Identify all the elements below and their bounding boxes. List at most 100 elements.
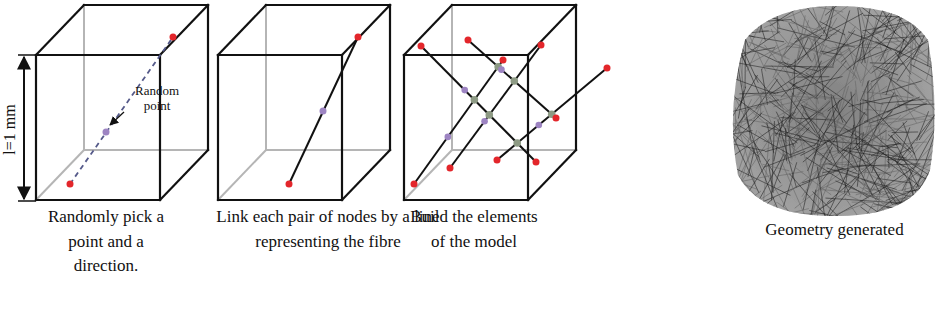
hidden-edge — [452, 149, 576, 151]
fibre-strand — [899, 101, 927, 120]
fibre-strand — [731, 19, 752, 26]
fibre-strand — [883, 4, 895, 39]
cube-outline — [218, 5, 390, 200]
end-node — [355, 34, 362, 41]
fibre-strand — [748, 0, 772, 49]
fibre-strand — [835, 123, 839, 153]
fibre-strand — [772, 6, 780, 28]
fibre-strand — [729, 113, 762, 147]
fibre-strand — [862, 205, 889, 219]
cube-edge — [36, 5, 84, 55]
fibre-strand — [759, 95, 835, 99]
fibre-strand — [764, 66, 833, 67]
hidden-edge — [404, 150, 452, 200]
fibre-strand — [718, 110, 765, 160]
end-node — [447, 165, 454, 172]
fibre-strand — [783, 164, 805, 214]
cube-edge — [389, 5, 391, 150]
cube-outline — [36, 5, 208, 200]
hidden-edge — [83, 5, 85, 150]
fibre-strand — [896, 172, 939, 213]
end-node — [533, 159, 540, 166]
fibre-strand — [729, 109, 749, 139]
fibre-strand — [790, 107, 804, 146]
fibre-mass — [725, 0, 939, 222]
end-node — [494, 157, 501, 164]
dimension-arrow — [23, 57, 25, 199]
fibre-strand — [849, 95, 899, 106]
fibre-strand — [739, 40, 759, 83]
cube-edge — [404, 199, 528, 201]
fibre-strand — [835, 86, 887, 122]
fibre-strand — [735, 62, 797, 73]
fibre-strand — [902, 2, 936, 12]
fibre-strand — [725, 187, 745, 213]
cube-edge — [404, 5, 452, 55]
fibre-strand — [764, 45, 792, 80]
fibre-strand — [900, 28, 938, 70]
fibre-strand — [895, 179, 939, 204]
dimension-label: l=1 mm — [0, 98, 22, 162]
fibre-strand — [735, 107, 736, 133]
fibre-strand — [716, 111, 764, 143]
end-node — [170, 34, 177, 41]
fibre-strand — [748, 149, 755, 177]
fibre-strand — [817, 158, 821, 230]
fibre-strand — [721, 131, 752, 136]
fibre-strand — [761, 209, 808, 221]
fibre-strand — [775, 112, 792, 135]
fibre-strand — [792, 2, 843, 12]
fibre-strand — [856, 143, 900, 209]
end-node — [286, 181, 293, 188]
fibre-strand — [866, 113, 874, 136]
fibre-strand — [797, 15, 805, 59]
fibre-strand — [916, 202, 939, 229]
fibre-strand — [887, 159, 938, 160]
fibre-strand — [764, 3, 820, 28]
cube-edge — [342, 5, 390, 55]
random-point — [498, 66, 505, 73]
cube-edge — [266, 4, 390, 6]
fibre-strand — [807, 0, 834, 59]
fibre-strand — [789, 61, 822, 122]
crossing-node — [471, 96, 479, 104]
fibre-strand — [910, 171, 918, 240]
end-node — [553, 115, 560, 122]
cube-edge — [527, 55, 529, 200]
fibre-strand — [813, 191, 847, 224]
fibre-strand — [762, 114, 782, 121]
fibre — [414, 60, 503, 184]
hidden-edge — [218, 150, 266, 200]
fibre-strand — [861, 98, 862, 144]
fibre-strand — [730, 166, 778, 221]
fibre-strand — [863, 15, 904, 17]
fibre-strand — [874, 66, 898, 75]
fibre-strand — [819, 21, 845, 35]
fibre — [450, 45, 541, 168]
fibre-strand — [822, 204, 865, 220]
cube-edge — [159, 55, 161, 200]
fibre-strand — [869, 104, 927, 124]
cube-edge — [35, 55, 37, 200]
fibre-strand — [842, 29, 860, 83]
fibre-strand — [865, 196, 932, 201]
cube-edge — [160, 150, 208, 200]
fibre-strand — [913, 205, 937, 209]
fibre-strand — [783, 162, 796, 206]
fibre-strand — [715, 31, 780, 76]
fibre-strand — [916, 205, 925, 227]
fibre-strand — [884, 130, 886, 188]
fibre-strand — [775, 133, 820, 145]
fibre-strand — [895, 21, 921, 50]
random-point — [103, 129, 110, 136]
fibre-strand — [852, 202, 874, 203]
fibre-strand — [761, 69, 767, 105]
fibre-strand — [887, 99, 913, 112]
fibre-strand — [931, 59, 934, 136]
fibre-strand — [914, 0, 915, 50]
fibre-strand — [832, 86, 849, 142]
fibre-strand — [792, 20, 809, 77]
cube-outline — [404, 5, 576, 200]
fibre-strand — [892, 121, 939, 157]
fibre-strand — [752, 4, 753, 31]
